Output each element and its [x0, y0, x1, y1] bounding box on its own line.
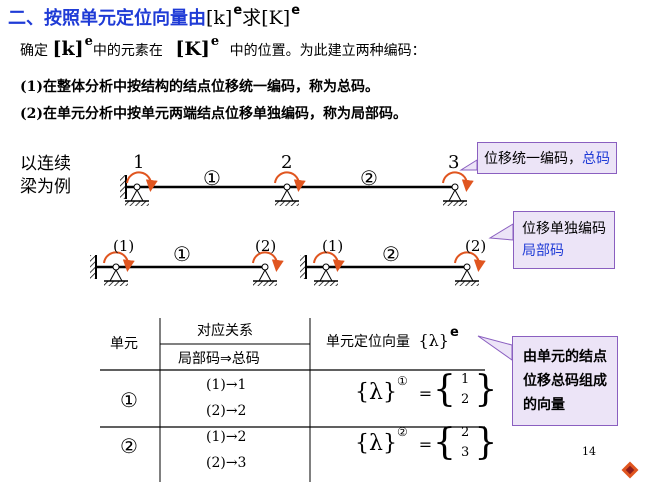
vector-values: 2 3: [461, 423, 469, 463]
vector-values: 1 2: [461, 370, 469, 410]
column-vector: { 1 2 }: [433, 370, 497, 410]
superscript-e: e: [84, 34, 93, 49]
example-label-line: 梁为例: [20, 177, 71, 197]
brace-left: {: [433, 369, 456, 410]
table-row-map: (2)→3: [206, 455, 247, 471]
rotation-arrow-icon: [274, 171, 306, 192]
nav-ornament-icon: [621, 461, 639, 479]
element-stiffness-symbol: [k]: [52, 38, 84, 60]
table-row-unit: ②: [120, 434, 138, 458]
rotation-arrow-icon: [103, 251, 135, 272]
global-stiffness-symbol: [K]: [261, 7, 291, 29]
slide-title: 二、按照单元定位向量由[k]e求[K]e: [8, 3, 300, 30]
fixed-support-hatch: [120, 175, 126, 199]
brace-left: {: [433, 422, 456, 463]
callout-pointer: [477, 335, 513, 361]
lambda-symbol: {λ}: [355, 431, 397, 456]
vector-value: 2: [461, 425, 470, 440]
table-row-map: (2)→2: [206, 403, 247, 419]
callout-text: 位移总码组成: [523, 373, 607, 389]
rotation-arrow-icon: [252, 251, 284, 272]
callout-text: 位移统一编码，: [484, 151, 582, 167]
pin-support: [275, 183, 299, 206]
intro-line: 确定 [k]e中的元素在 [K]e 中的位置。为此建立两种编码：: [20, 34, 426, 60]
node-label: 3: [448, 152, 460, 173]
pin-support: [125, 183, 149, 206]
global-beam: [120, 171, 474, 206]
callout-pointer: [459, 159, 478, 171]
lambda-symbol: {λ}: [418, 331, 449, 350]
vector-value: 1: [461, 372, 470, 387]
intro-text: 确定: [20, 43, 48, 59]
example-label: 以连续 梁为例: [20, 153, 71, 199]
element-label: ②: [360, 166, 378, 190]
title-prefix: 二、按照单元定位向量由: [8, 8, 206, 29]
node-label: 2: [281, 152, 293, 173]
callout-vector: 由单元的结点 位移总码组成 的向量: [512, 336, 618, 426]
lambda-symbol: {λ}: [355, 380, 397, 405]
table-row-map: (1)→2: [206, 429, 247, 445]
callout-highlight: 总码: [582, 151, 610, 167]
callout-text: 位移单独编码: [522, 221, 606, 237]
vector-value: 3: [461, 445, 470, 460]
table-header-correspondence: 对应关系: [197, 323, 253, 339]
header-text: 单元定位向量: [326, 334, 410, 350]
callout-text: 的向量: [523, 397, 565, 413]
table-header-unit: 单元: [110, 336, 138, 352]
table-row-unit: ①: [120, 388, 138, 412]
callout-global-code: 位移统一编码，总码: [477, 142, 617, 174]
superscript-element: ①: [396, 374, 408, 388]
vector-value: 2: [461, 392, 470, 407]
rotation-arrow-icon: [126, 171, 158, 192]
brace-right: }: [474, 422, 498, 463]
pin-support: [443, 183, 467, 206]
superscript-element: ②: [396, 425, 408, 439]
superscript-e: e: [233, 3, 243, 18]
brace-right: }: [474, 369, 498, 410]
intro-text: 中的位置。为此建立两种编码：: [229, 43, 426, 59]
equals-sign: =: [418, 384, 433, 403]
element-label: ①: [173, 242, 191, 266]
callout-local-code: 位移单独编码 局部码: [513, 211, 615, 269]
rotation-arrow-icon: [313, 251, 345, 272]
superscript-e: e: [449, 325, 459, 340]
local-node-label: (1): [113, 237, 135, 255]
local-node-label: (2): [255, 237, 277, 255]
item-local-code: (2)在单元分析中按单元两端结点位移单独编码，称为局部码。: [20, 106, 407, 122]
element-label: ①: [203, 166, 221, 190]
table-row-vector: {λ}② =: [355, 425, 438, 456]
global-stiffness-symbol: [K]: [175, 38, 210, 60]
example-label-line: 以连续: [20, 154, 71, 174]
callout-highlight: 局部码: [522, 243, 564, 259]
rotation-arrow-icon: [442, 171, 474, 192]
local-node-label: (1): [322, 237, 344, 255]
local-node-label: (2): [465, 237, 487, 255]
element-stiffness-symbol: [k]: [206, 7, 233, 29]
table-header-vector: 单元定位向量 {λ}e: [326, 325, 459, 351]
callout-pointer: [488, 223, 514, 241]
superscript-e: e: [210, 34, 220, 49]
item-global-code: (1)在整体分析中按结构的结点位移统一编码，称为总码。: [20, 79, 379, 95]
rotation-arrow-icon: [454, 251, 486, 272]
superscript-e: e: [291, 3, 301, 18]
intro-text: 中的元素在: [92, 43, 163, 59]
table-row-map: (1)→1: [206, 377, 247, 393]
callout-text: 由单元的结点: [523, 349, 607, 365]
column-vector: { 2 3 }: [433, 423, 497, 463]
local-beam-2: [300, 251, 486, 286]
table-header-mapping: 局部码⇒总码: [178, 351, 260, 367]
page-number: 14: [582, 445, 596, 458]
local-beam-1: [90, 251, 284, 286]
title-mid: 求: [242, 7, 262, 29]
element-label: ②: [382, 242, 400, 266]
table-row-vector: {λ}① =: [355, 374, 438, 405]
node-label: 1: [133, 152, 145, 173]
equals-sign: =: [418, 435, 433, 454]
